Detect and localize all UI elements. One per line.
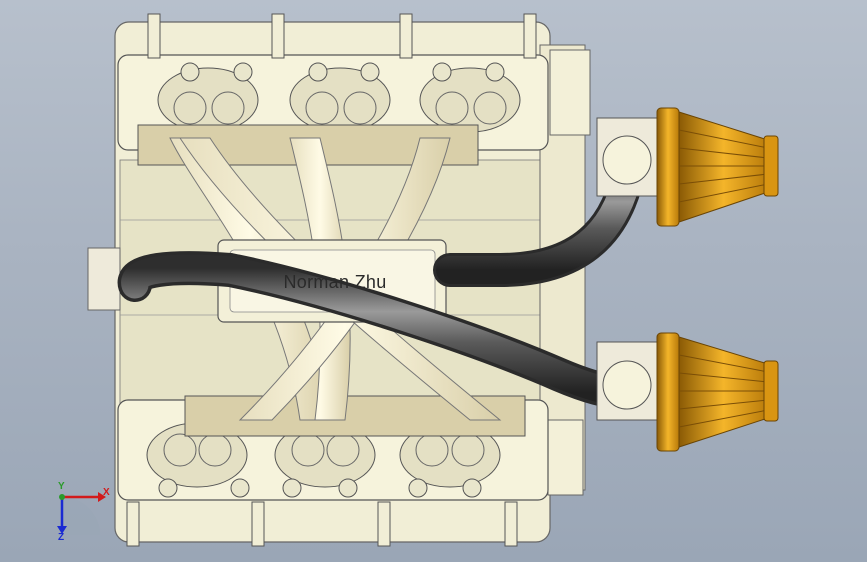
head-bolts-top [147, 13, 537, 59]
coordinate-triad-icon [57, 492, 106, 535]
throttle-body[interactable] [87, 247, 121, 311]
triad-x-label: X [103, 487, 110, 498]
intake-pipe-lower-shade [121, 254, 649, 406]
air-filter-top[interactable] [656, 107, 779, 227]
air-filter-bottom[interactable] [656, 332, 779, 452]
filter-mount-top[interactable] [596, 117, 658, 197]
triad-z-label: Z [58, 532, 65, 543]
head-bolts-bottom [126, 501, 518, 547]
triad-y-label: Y [58, 481, 65, 492]
plenum-label: Norman Zhu [283, 271, 387, 292]
filter-mount-bottom[interactable] [596, 341, 658, 421]
